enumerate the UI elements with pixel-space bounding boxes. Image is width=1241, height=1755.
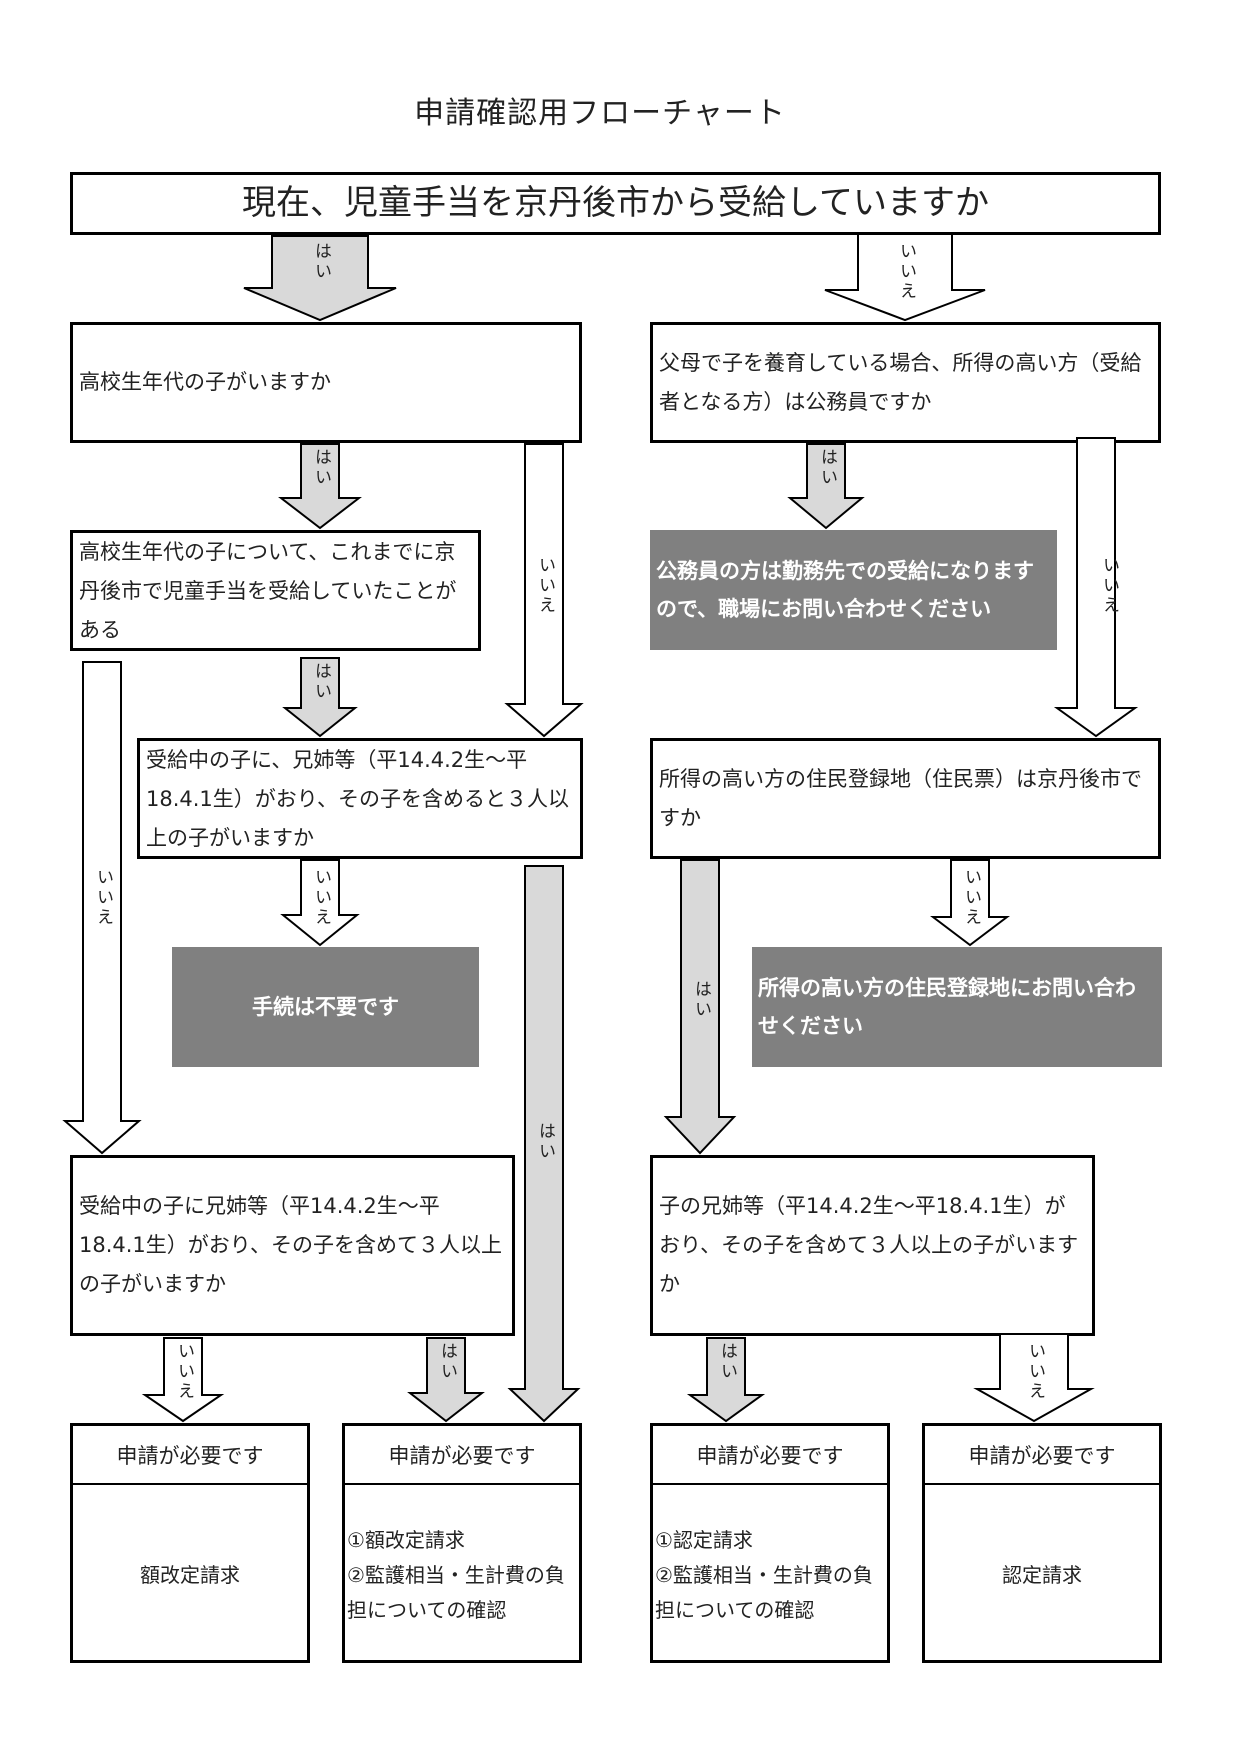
arrow-label-no: いいえ: [961, 868, 981, 928]
question-highschool-child-text: 高校生年代の子がいますか: [79, 370, 331, 394]
question-public-servant: 父母で子を養育している場合、所得の高い方（受給者となる方）は公務員ですか: [650, 322, 1161, 443]
question-siblings-left: 受給中の子に兄姉等（平14.4.2生～平18.4.1生）がおり、その子を含めて３…: [70, 1155, 515, 1336]
page-title: 申請確認用フローチャート: [414, 96, 786, 131]
arrow-label-no: いいえ: [311, 868, 331, 928]
info-no-procedure-text: 手続は不要です: [252, 995, 399, 1019]
info-ask-residence-text: 所得の高い方の住民登録地にお問い合わせください: [758, 976, 1136, 1038]
arrow-label-no: いいえ: [535, 556, 555, 616]
result-body: 額改定請求: [73, 1485, 307, 1665]
arrow-label-yes: はい: [717, 1342, 737, 1382]
result-line: 額改定請求: [140, 1562, 240, 1587]
arrow-label-yes: はい: [311, 242, 331, 282]
result-header: 申請が必要です: [925, 1426, 1159, 1485]
question-public-servant-text: 父母で子を養育している場合、所得の高い方（受給者となる方）は公務員ですか: [659, 350, 1142, 414]
question-siblings-include: 受給中の子に、兄姉等（平14.4.2生～平18.4.1生）がおり、その子を含める…: [137, 738, 583, 859]
info-public-servant-text: 公務員の方は勤務先での受給になりますので、職場にお問い合わせください: [656, 559, 1034, 621]
arrow-label-yes: はい: [311, 448, 331, 488]
result-box-3: 申請が必要です ①認定請求 ②監護相当・生計費の負担についての確認: [650, 1423, 890, 1663]
result-header: 申請が必要です: [73, 1426, 307, 1485]
result-body: ①額改定請求 ②監護相当・生計費の負担についての確認: [345, 1485, 579, 1665]
arrow-label-yes: はい: [535, 1122, 555, 1162]
result-line: ②監護相当・生計費の負担についての確認: [655, 1562, 873, 1622]
result-header: 申請が必要です: [345, 1426, 579, 1485]
result-box-1: 申請が必要です 額改定請求: [70, 1423, 310, 1663]
question-residence: 所得の高い方の住民登録地（住民票）は京丹後市ですか: [650, 738, 1161, 859]
result-box-4: 申請が必要です 認定請求: [922, 1423, 1162, 1663]
result-line: ①認定請求: [655, 1527, 753, 1552]
result-body: 認定請求: [925, 1485, 1159, 1665]
question-highschool-child: 高校生年代の子がいますか: [70, 322, 582, 443]
question-siblings-right-text: 子の兄姉等（平14.4.2生～平18.4.1生）がおり、その子を含めて３人以上の…: [659, 1194, 1079, 1296]
arrow-label-no: いいえ: [896, 242, 916, 302]
question-siblings-left-text: 受給中の子に兄姉等（平14.4.2生～平18.4.1生）がおり、その子を含めて３…: [79, 1194, 502, 1296]
arrow-label-no: いいえ: [174, 1342, 194, 1402]
arrow-label-yes: はい: [817, 448, 837, 488]
arrow-label-yes: はい: [437, 1342, 457, 1382]
question-received-before-text: 高校生年代の子について、これまでに京丹後市で児童手当を受給していたことがある: [79, 540, 457, 642]
result-box-2: 申請が必要です ①額改定請求 ②監護相当・生計費の負担についての確認: [342, 1423, 582, 1663]
question-residence-text: 所得の高い方の住民登録地（住民票）は京丹後市ですか: [659, 766, 1142, 830]
arrow-servant-no: [1053, 437, 1139, 738]
arrow-label-no: いいえ: [93, 868, 113, 928]
info-ask-residence: 所得の高い方の住民登録地にお問い合わせください: [752, 947, 1162, 1067]
result-line: ②監護相当・生計費の負担についての確認: [347, 1562, 565, 1622]
question-received-before: 高校生年代の子について、これまでに京丹後市で児童手当を受給していたことがある: [70, 530, 481, 651]
info-public-servant: 公務員の方は勤務先での受給になりますので、職場にお問い合わせください: [650, 530, 1057, 650]
arrow-label-no: いいえ: [1099, 556, 1119, 616]
question-current-receipt: 現在、児童手当を京丹後市から受給していますか: [70, 172, 1161, 235]
arrow-label-no: いいえ: [1025, 1342, 1045, 1402]
result-header: 申請が必要です: [653, 1426, 887, 1485]
result-line: 認定請求: [1002, 1562, 1082, 1587]
question-siblings-right: 子の兄姉等（平14.4.2生～平18.4.1生）がおり、その子を含めて３人以上の…: [650, 1155, 1095, 1336]
arrow-label-yes: はい: [311, 662, 331, 702]
result-line: ①額改定請求: [347, 1527, 465, 1552]
question-siblings-include-text: 受給中の子に、兄姉等（平14.4.2生～平18.4.1生）がおり、その子を含める…: [146, 748, 569, 850]
result-body: ①認定請求 ②監護相当・生計費の負担についての確認: [653, 1485, 887, 1665]
arrow-label-yes: はい: [691, 980, 711, 1020]
info-no-procedure: 手続は不要です: [172, 947, 479, 1067]
